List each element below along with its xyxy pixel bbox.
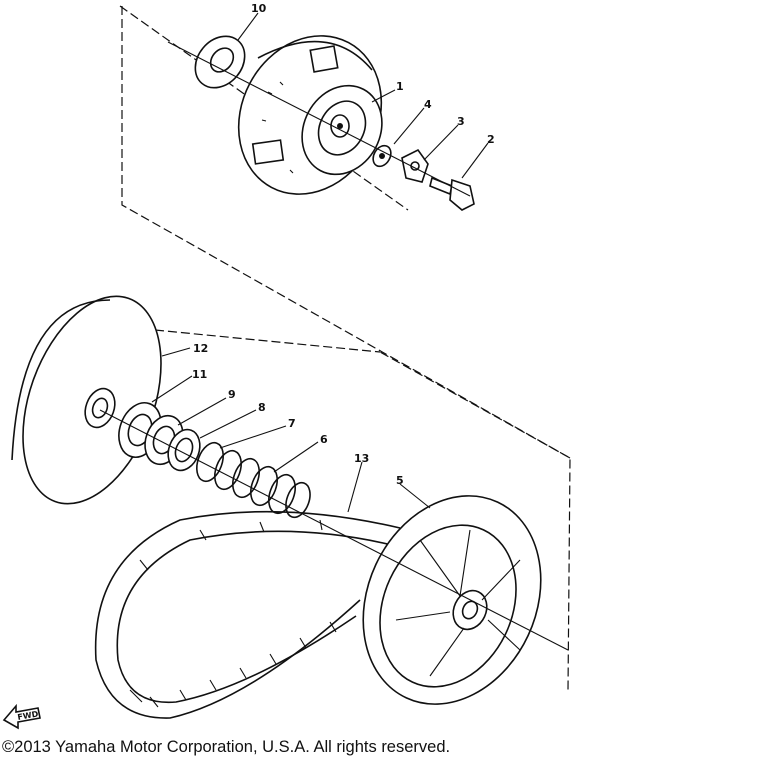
callout-labels: 10 1 4 3 2 12 11 9 8 7 6 13 5	[192, 2, 495, 487]
callout-6: 6	[320, 433, 328, 446]
fwd-arrow-icon: FWD	[2, 703, 41, 730]
callout-leaders	[151, 12, 489, 513]
callout-10: 10	[251, 2, 267, 15]
washer-part-4	[372, 144, 392, 168]
seal-part-10	[194, 35, 246, 89]
axis-line-bottom	[99, 409, 569, 651]
plate-part-3	[401, 148, 429, 183]
axis-line-top	[167, 41, 471, 197]
fwd-label: FWD	[17, 709, 40, 722]
callout-8: 8	[258, 401, 266, 414]
copyright-notice: ©2013 Yamaha Motor Corporation, U.S.A. A…	[2, 738, 451, 756]
rings-part-11-9-8	[118, 402, 201, 472]
callout-11: 11	[192, 368, 207, 381]
callout-1: 1	[396, 80, 404, 93]
sheave-disk-part-12	[11, 295, 162, 505]
callout-3: 3	[457, 115, 465, 128]
callout-12: 12	[193, 342, 208, 355]
callout-4: 4	[424, 98, 432, 111]
callout-9: 9	[228, 388, 236, 401]
callout-7: 7	[288, 417, 296, 430]
drive-belt-part-13	[94, 510, 401, 719]
bolt-part-2	[429, 176, 475, 211]
callout-2: 2	[487, 133, 495, 146]
spring-part-6	[196, 441, 311, 519]
callout-13: 13	[354, 452, 369, 465]
pulley-part-5	[362, 495, 542, 705]
callout-5: 5	[396, 474, 404, 487]
